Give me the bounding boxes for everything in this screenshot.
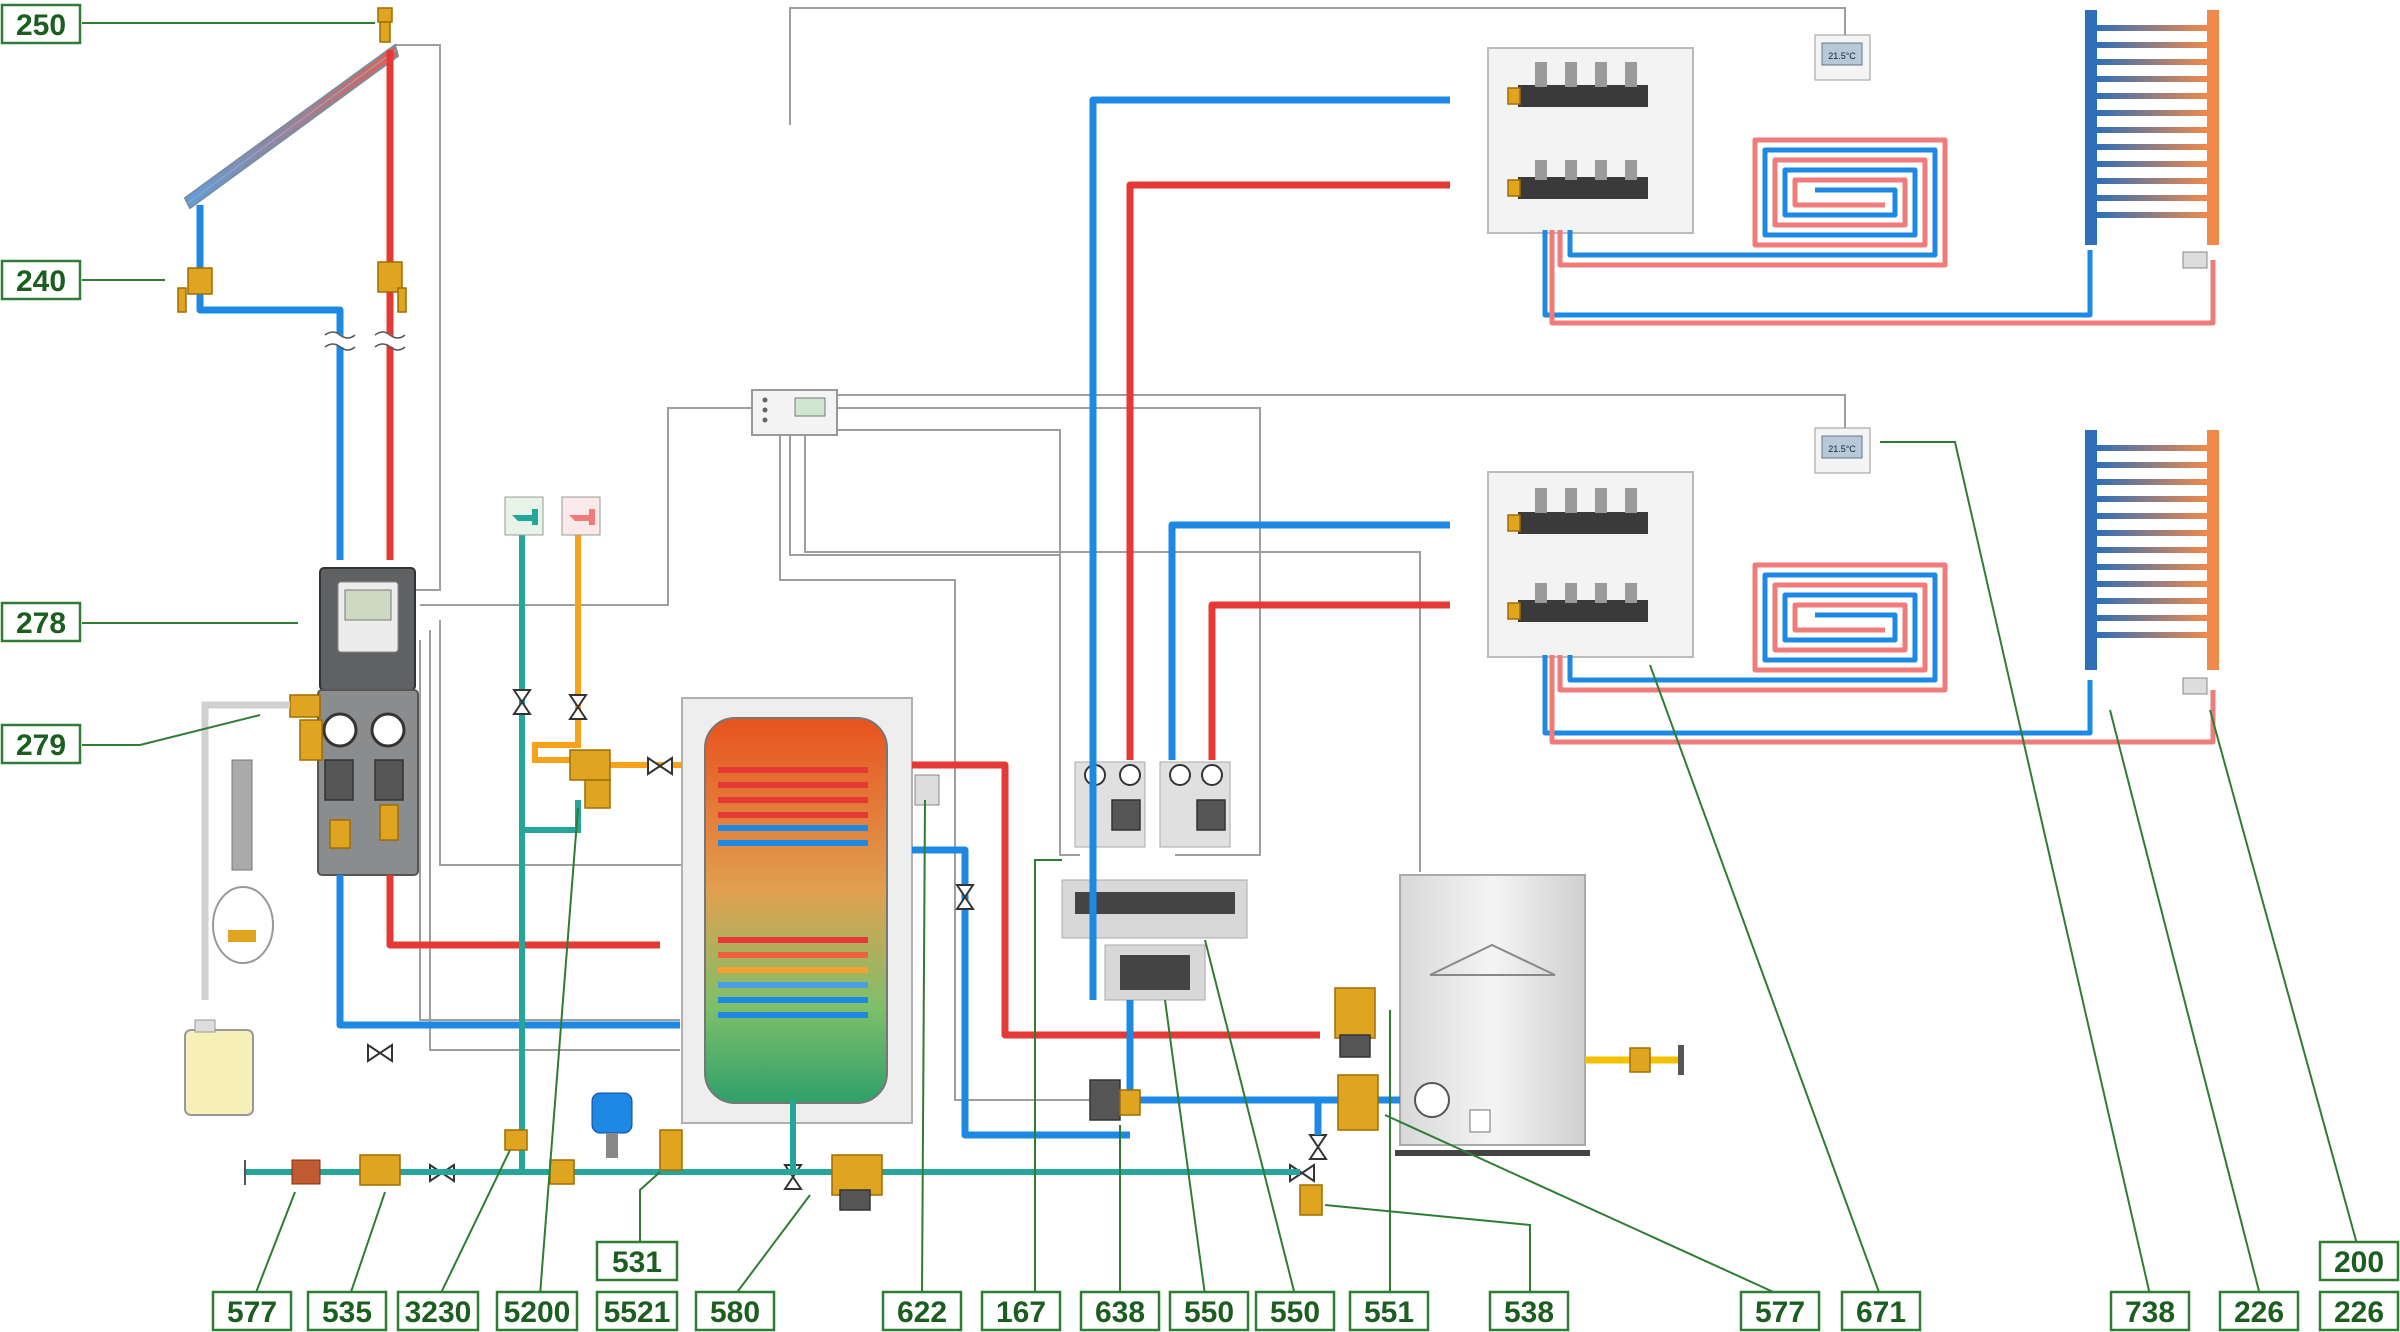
room-thermostat-lower: 21.5°C bbox=[1814, 427, 1871, 474]
solar-pump-station bbox=[289, 567, 419, 876]
label-531: 531 bbox=[595, 1240, 679, 1282]
label-538: 538 bbox=[1488, 1290, 1570, 1332]
thermostat-lower-display: 21.5°C bbox=[1828, 444, 1856, 454]
boiler bbox=[1395, 874, 1590, 1156]
mixing-valve-5200 bbox=[569, 749, 611, 809]
label-226-right-text: 226 bbox=[2334, 1296, 2384, 1329]
label-278-text: 278 bbox=[16, 607, 66, 640]
label-167-text: 167 bbox=[996, 1296, 1046, 1329]
manifold-upper bbox=[1487, 47, 1694, 234]
label-250-text: 250 bbox=[16, 9, 66, 42]
label-738-text: 738 bbox=[2125, 1296, 2175, 1329]
label-167: 167 bbox=[980, 1290, 1062, 1332]
safety-valves-boiler bbox=[1334, 987, 1379, 1131]
room-thermostat-upper: 21.5°C bbox=[1814, 34, 1871, 81]
label-622: 622 bbox=[881, 1290, 963, 1332]
label-240-text: 240 bbox=[16, 265, 66, 298]
underfloor-coil-lower bbox=[1542, 562, 2216, 745]
central-controller bbox=[751, 389, 838, 436]
valve-bottom-solar bbox=[367, 1043, 393, 1063]
label-250: 250 bbox=[0, 3, 82, 45]
label-550-right: 550 bbox=[1254, 1290, 1336, 1332]
label-278: 278 bbox=[0, 601, 82, 643]
mains-fittings bbox=[291, 1129, 1323, 1216]
label-200: 200 bbox=[2318, 1240, 2400, 1282]
label-226-left: 226 bbox=[2218, 1290, 2300, 1332]
label-580: 580 bbox=[694, 1290, 776, 1332]
label-671: 671 bbox=[1840, 1290, 1922, 1332]
thermostat-upper-display: 21.5°C bbox=[1828, 51, 1856, 61]
solar-collector bbox=[183, 43, 400, 210]
expansion-vessel-279 bbox=[212, 759, 274, 964]
label-671-text: 671 bbox=[1856, 1296, 1906, 1329]
label-580-text: 580 bbox=[710, 1296, 760, 1329]
dhw-storage-tank bbox=[681, 697, 940, 1124]
label-550-right-text: 550 bbox=[1270, 1296, 1320, 1329]
label-738: 738 bbox=[2109, 1290, 2191, 1332]
tap-hot bbox=[561, 496, 601, 536]
label-279-text: 279 bbox=[16, 729, 66, 762]
label-577-left-text: 577 bbox=[227, 1296, 277, 1329]
label-551: 551 bbox=[1348, 1290, 1430, 1332]
label-622-text: 622 bbox=[897, 1296, 947, 1329]
label-279: 279 bbox=[0, 723, 82, 765]
label-5200-text: 5200 bbox=[504, 1296, 571, 1329]
control-wires bbox=[395, 7, 1846, 1101]
expansion-vessel-blue bbox=[591, 1092, 633, 1158]
air-vent-250 bbox=[377, 7, 393, 43]
label-550-left-text: 550 bbox=[1184, 1296, 1234, 1329]
label-5521-text: 5521 bbox=[604, 1296, 671, 1329]
label-226-left-text: 226 bbox=[2234, 1296, 2284, 1329]
label-577-right-text: 577 bbox=[1755, 1296, 1805, 1329]
pipe-breaks bbox=[322, 331, 409, 351]
underfloor-coil-upper bbox=[1542, 137, 2216, 326]
label-3230-text: 3230 bbox=[405, 1296, 472, 1329]
towel-radiator-lower bbox=[2085, 430, 2219, 695]
label-3230: 3230 bbox=[396, 1290, 480, 1332]
valve-240-left bbox=[177, 267, 213, 313]
tap-cold bbox=[504, 496, 544, 536]
label-535: 535 bbox=[306, 1290, 388, 1332]
valve-240-right bbox=[377, 261, 407, 313]
towel-radiator-upper bbox=[2085, 10, 2219, 269]
label-577-left: 577 bbox=[211, 1290, 293, 1332]
label-535-text: 535 bbox=[322, 1296, 372, 1329]
label-5200: 5200 bbox=[495, 1290, 579, 1332]
collection-tank bbox=[184, 1019, 254, 1116]
manifold-lower bbox=[1487, 471, 1694, 658]
label-577-right: 577 bbox=[1739, 1290, 1821, 1332]
label-638-text: 638 bbox=[1095, 1296, 1145, 1329]
valve-coil-return bbox=[955, 884, 975, 910]
pump-638 bbox=[1089, 1079, 1141, 1121]
label-531-text: 531 bbox=[612, 1246, 662, 1279]
label-240: 240 bbox=[0, 259, 82, 301]
label-551-text: 551 bbox=[1364, 1296, 1414, 1329]
label-538-text: 538 bbox=[1504, 1296, 1554, 1329]
label-226-right: 226 bbox=[2318, 1290, 2400, 1332]
label-638: 638 bbox=[1079, 1290, 1161, 1332]
leader-lines bbox=[82, 22, 2361, 1296]
label-5521: 5521 bbox=[595, 1290, 679, 1332]
label-200-text: 200 bbox=[2334, 1246, 2384, 1279]
label-550-left: 550 bbox=[1168, 1290, 1250, 1332]
